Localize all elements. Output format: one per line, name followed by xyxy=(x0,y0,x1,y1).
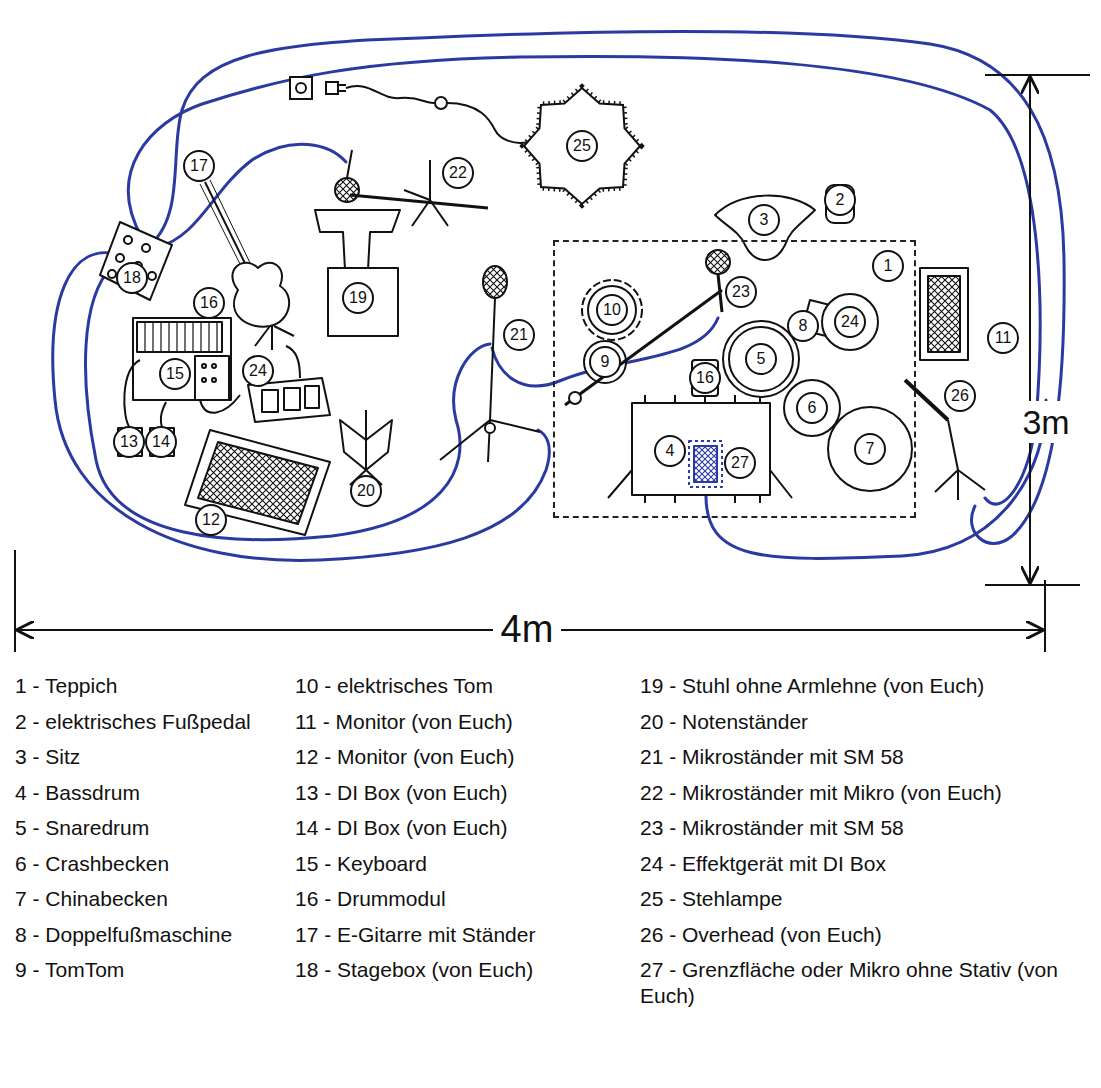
callout-number: 12 xyxy=(195,504,227,536)
key-entry: 6 - Crashbecken xyxy=(15,851,169,877)
callout-text: 18 xyxy=(123,270,141,286)
callout-number: 18 xyxy=(116,262,148,294)
key-entry: 24 - Effektgerät mit DI Box xyxy=(640,851,886,877)
callout-text: 21 xyxy=(510,327,528,343)
callout-number: 5 xyxy=(745,343,777,375)
key-entry: 15 - Keyboard xyxy=(295,851,427,877)
key-entry: 27 - Grenzfläche oder Mikro ohne Stativ … xyxy=(640,957,1090,1010)
key-entry: 21 - Mikroständer mit SM 58 xyxy=(640,744,904,770)
callout-number: 20 xyxy=(350,475,382,507)
callout-text: 5 xyxy=(757,351,766,367)
callout-text: 16 xyxy=(696,370,714,386)
key-entry: 12 - Monitor (von Euch) xyxy=(295,744,514,770)
key-entry: 22 - Mikroständer mit Mikro (von Euch) xyxy=(640,780,1002,806)
callout-number: 17 xyxy=(183,150,215,182)
key-entry: 17 - E-Gitarre mit Ständer xyxy=(295,922,535,948)
key-entry: 23 - Mikroständer mit SM 58 xyxy=(640,815,904,841)
callout-number: 22 xyxy=(442,157,474,189)
callout-text: 13 xyxy=(120,434,138,450)
callout-number: 15 xyxy=(159,358,191,390)
key-entry: 11 - Monitor (von Euch) xyxy=(295,709,513,735)
callout-text: 16 xyxy=(200,295,218,311)
key-entry: 8 - Doppelfußmaschine xyxy=(15,922,232,948)
callout-text: 6 xyxy=(808,400,817,416)
callout-number: 27 xyxy=(724,447,756,479)
dimension-line xyxy=(15,75,1090,652)
power-socket xyxy=(290,77,528,143)
callout-number: 16 xyxy=(689,362,721,394)
drum-kit xyxy=(565,185,985,503)
callout-text: 2 xyxy=(836,192,845,208)
callout-number: 23 xyxy=(725,276,757,308)
callout-text: 3 xyxy=(760,212,769,228)
callout-text: 11 xyxy=(995,330,1012,346)
callout-number: 14 xyxy=(145,426,177,458)
key-entry: 2 - elektrisches Fußpedal xyxy=(15,709,251,735)
callout-number: 10 xyxy=(596,294,628,326)
key-entry: 18 - Stagebox (von Euch) xyxy=(295,957,533,983)
callout-text: 20 xyxy=(357,483,375,499)
floor-lamp xyxy=(524,88,640,204)
callout-number: 2 xyxy=(824,184,856,216)
callout-number: 25 xyxy=(566,130,598,162)
callout-number: 3 xyxy=(748,204,780,236)
band-gear xyxy=(100,150,540,535)
key-entry: 25 - Stehlampe xyxy=(640,886,782,912)
key-entry: 26 - Overhead (von Euch) xyxy=(640,922,882,948)
callout-text: 14 xyxy=(152,434,170,450)
callout-number: 13 xyxy=(113,426,145,458)
callout-text: 23 xyxy=(732,284,750,300)
callout-text: 10 xyxy=(603,302,621,318)
key-entry: 9 - TomTom xyxy=(15,957,124,983)
key-entry: 20 - Notenständer xyxy=(640,709,808,735)
callout-text: 9 xyxy=(601,354,610,370)
key-entry: 5 - Snaredrum xyxy=(15,815,149,841)
key-entry: 7 - Chinabecken xyxy=(15,886,168,912)
callout-text: 25 xyxy=(573,138,591,154)
key-entry: 19 - Stuhl ohne Armlehne (von Euch) xyxy=(640,673,984,699)
callout-text: 4 xyxy=(666,443,675,459)
callout-number: 21 xyxy=(503,319,535,351)
callout-text: 26 xyxy=(951,388,969,404)
callout-number: 26 xyxy=(944,380,976,412)
callout-text: 24 xyxy=(841,314,859,330)
callout-number: 16 xyxy=(193,287,225,319)
callout-number: 6 xyxy=(796,392,828,424)
callout-text: 8 xyxy=(799,318,808,334)
callout-number: 24 xyxy=(834,306,866,338)
callout-text: 15 xyxy=(166,366,184,382)
callout-text: 12 xyxy=(202,512,220,528)
key-entry: 4 - Bassdrum xyxy=(15,780,140,806)
key-entry: 13 - DI Box (von Euch) xyxy=(295,780,507,806)
callout-text: 17 xyxy=(190,158,208,174)
callout-text: 7 xyxy=(866,441,875,457)
callout-number: 24 xyxy=(242,355,274,387)
callout-text: 19 xyxy=(349,290,367,306)
callout-number: 4 xyxy=(654,435,686,467)
callout-number: 19 xyxy=(342,282,374,314)
key-entry: 16 - Drummodul xyxy=(295,886,446,912)
key-entry: 10 - elektrisches Tom xyxy=(295,673,493,699)
callout-number: 1 xyxy=(872,250,904,282)
callout-text: 27 xyxy=(731,455,749,471)
key-entry: 1 - Teppich xyxy=(15,673,117,699)
carpet-area: 1 23 10 24 8 5 9 16 6 7 4 27 xyxy=(553,240,916,518)
dimension-label: 3m xyxy=(1014,401,1077,444)
callout-number: 8 xyxy=(787,310,819,342)
cable xyxy=(53,31,1064,560)
dimension-label: 4m xyxy=(493,606,562,654)
callout-number: 7 xyxy=(854,433,886,465)
key-entry: 3 - Sitz xyxy=(15,744,80,770)
callout-number: 9 xyxy=(589,346,621,378)
callout-number: 11 xyxy=(987,322,1019,354)
key-entry: 14 - DI Box (von Euch) xyxy=(295,815,507,841)
callout-text: 22 xyxy=(449,165,467,181)
callout-text: 24 xyxy=(249,363,267,379)
